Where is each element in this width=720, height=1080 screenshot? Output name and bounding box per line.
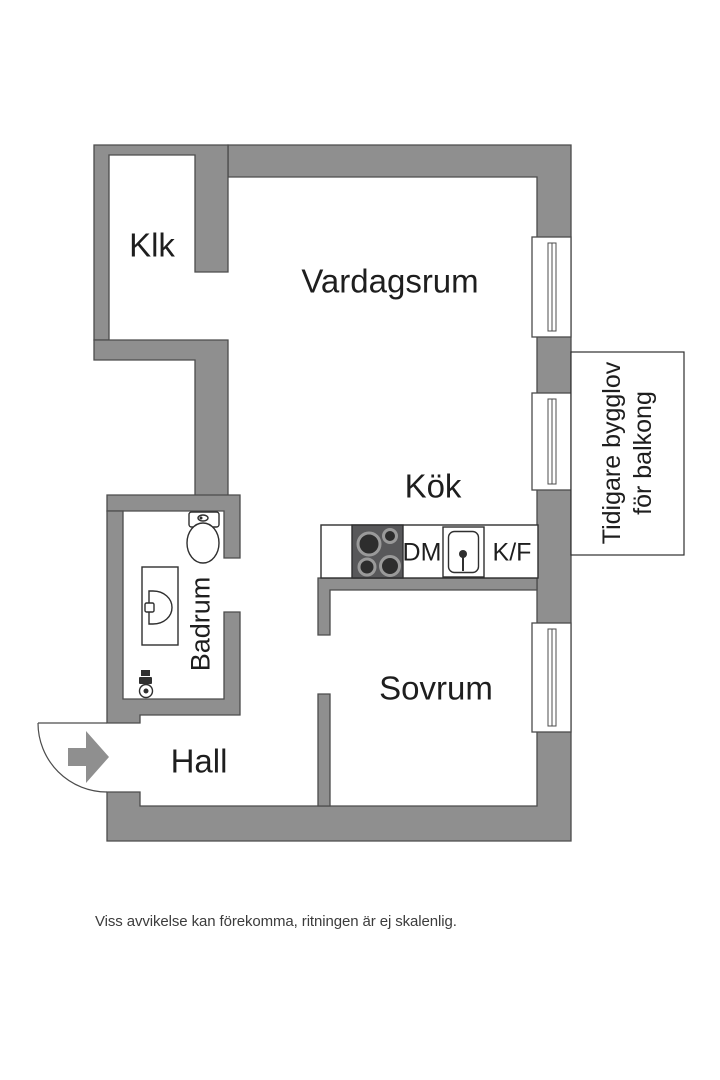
kitchen-counter [320,524,539,579]
toilet-icon [186,511,220,564]
floor-drain-icon [138,670,154,699]
window-icon-bedroom [531,622,572,733]
wall-bedroom-left-lower [317,693,331,807]
appliance-label-dishwasher: DM [402,538,442,567]
room-label-sovrum: Sovrum [379,669,493,707]
wall-klk-bottom-corridor [93,339,229,499]
wall-outer-top-right-bottom [106,144,572,842]
door-swing-icon [37,722,108,793]
walls [93,144,572,842]
room-label-badrum: Badrum [185,576,216,672]
window-icon-livingroom-lower [531,392,572,491]
appliance-label-fridge-freezer: K/F [492,538,532,567]
washbasin-icon [141,566,179,646]
stove-icon [351,524,404,579]
wall-bathroom-top [106,494,241,559]
wall-kitchen-bedroom-divider [317,577,538,636]
balcony-annotation-line1: Tidigare bygglov [598,361,626,545]
balcony-annotation-box [570,351,685,556]
balcony-annotation-text: Tidigare bygglov för balkong [597,362,659,545]
entrance-arrow-icon [68,731,109,783]
room-label-klk: Klk [129,226,175,264]
wall-bathroom-left-bottom [106,510,241,724]
window-icon-livingroom-upper [531,236,572,338]
room-label-hall: Hall [170,742,228,780]
disclaimer-text: Viss avvikelse kan förekomma, ritningen … [95,913,457,930]
room-label-kok: Kök [404,467,462,505]
room-label-vardagsrum: Vardagsrum [301,262,479,300]
kitchen-sink-icon [442,526,485,578]
balcony-annotation-line2: för balkong [629,391,657,515]
